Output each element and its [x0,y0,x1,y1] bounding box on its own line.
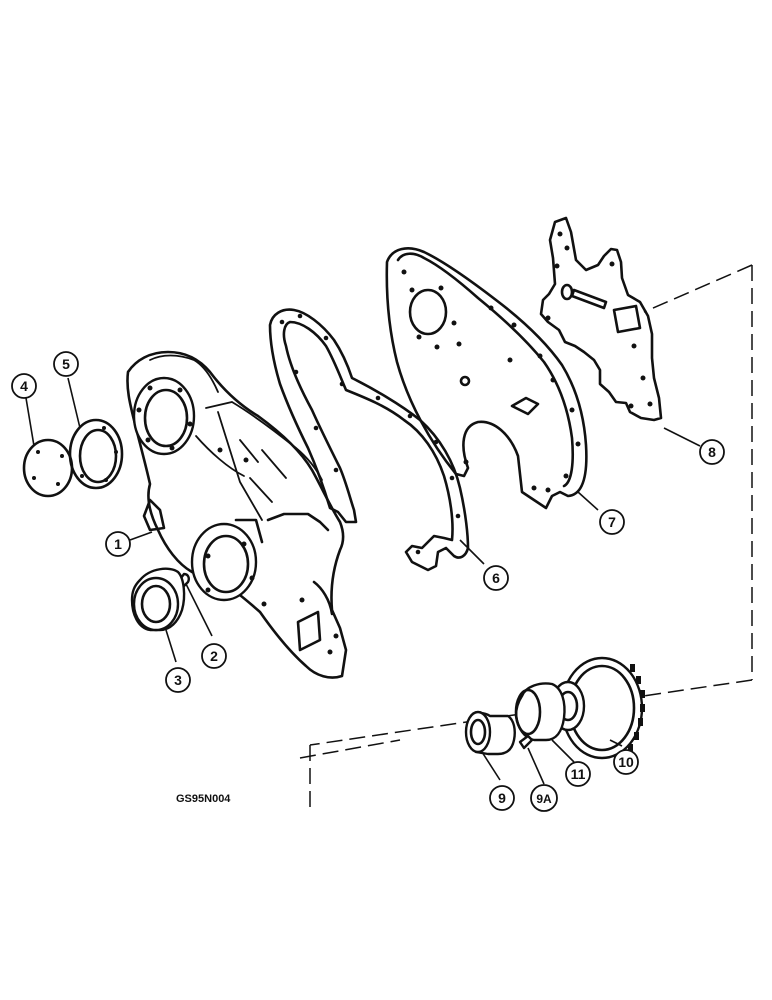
part-11-sleeve [514,682,566,742]
callout-8-label: 8 [708,444,716,460]
figure-code: GS95N004 [176,793,231,805]
part-9a-pin [518,734,534,750]
leader-lines [25,377,701,785]
part-3-seal [130,567,186,632]
callout-2: 2 [201,643,227,669]
part-7-timing-plate [385,247,588,510]
callout-9a: 9A [530,784,558,812]
callout-1-label: 1 [114,536,122,552]
part-9-bushing [464,710,516,756]
callout-7: 7 [599,509,625,535]
part-8-gasket-plate [539,216,663,422]
callout-9-label: 9 [498,790,506,806]
callout-9a-label: 9A [536,792,552,806]
callout-4: 4 [11,373,37,399]
explode-alignment-lines [299,264,753,810]
callout-5: 5 [53,351,79,377]
part-5-gasket-ring [68,418,124,490]
part-10-gear [550,656,645,760]
part-6-gasket [268,308,470,572]
callout-10-label: 10 [618,754,634,770]
callout-6-label: 6 [492,570,500,586]
callout-7-label: 7 [608,514,616,530]
callout-3: 3 [165,667,191,693]
part-1-timing-cover [126,350,348,679]
callout-5-label: 5 [62,356,70,372]
callout-6: 6 [483,565,509,591]
callout-9: 9 [489,785,515,811]
callout-2-label: 2 [210,648,218,664]
callout-3-label: 3 [174,672,182,688]
callout-1: 1 [105,531,131,557]
callout-4-label: 4 [20,378,28,394]
callout-10: 10 [613,749,639,775]
callout-11: 11 [565,761,591,787]
callout-11-label: 11 [571,766,586,782]
part-4-cover-plate [22,438,74,498]
callout-8: 8 [699,439,725,465]
